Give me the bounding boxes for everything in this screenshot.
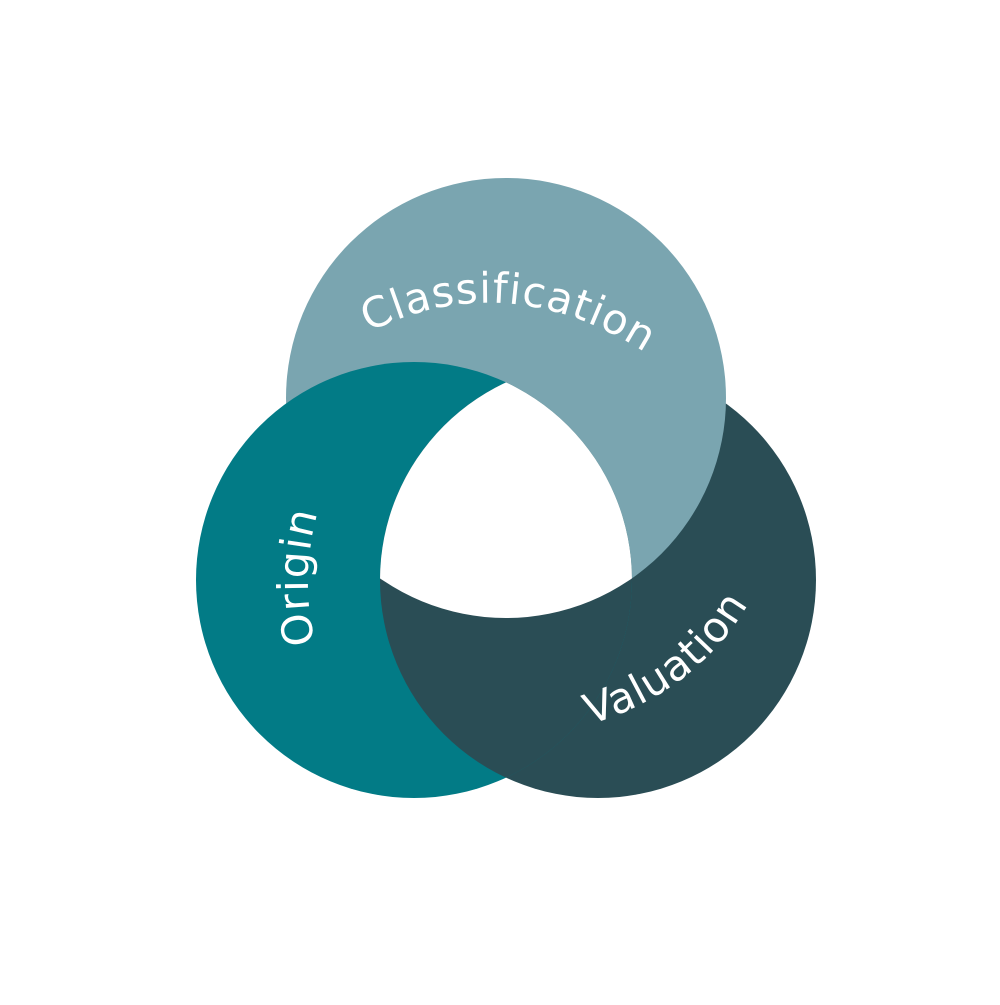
origin-label: Origin — [269, 503, 328, 650]
center-hole — [380, 362, 632, 618]
